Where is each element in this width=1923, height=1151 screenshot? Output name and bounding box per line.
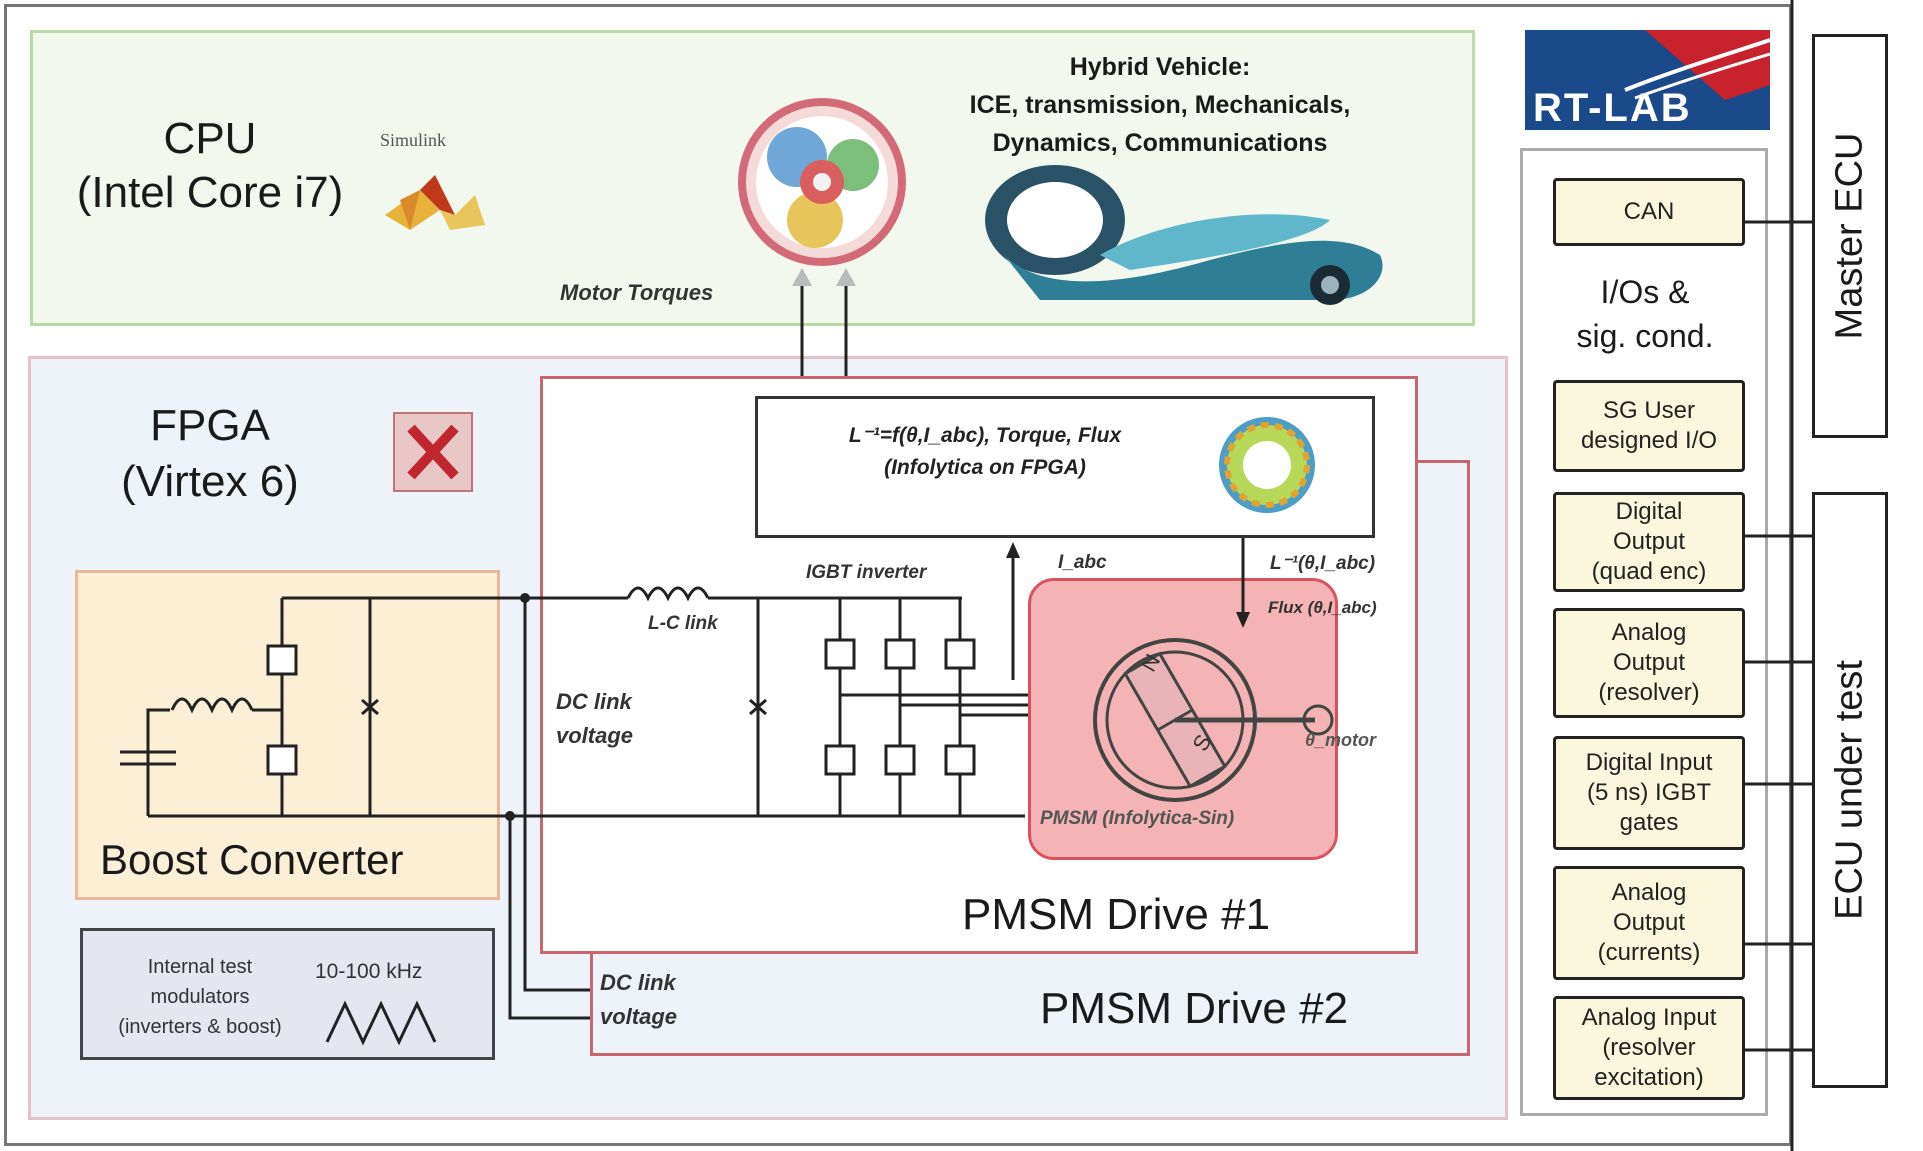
- hybrid-line3: Dynamics, Communications: [992, 129, 1328, 157]
- io-item-5-line3: excitation): [1594, 1064, 1704, 1091]
- io-item-2-line2: Output: [1612, 649, 1686, 676]
- hybrid-line1: Hybrid Vehicle:: [1069, 53, 1251, 81]
- io-item-4-line1: Analog: [1611, 879, 1687, 906]
- matlab-logo-icon: [385, 175, 485, 230]
- io-item-5-line1: Analog Input: [1581, 1004, 1717, 1031]
- iabc-label: I_abc: [1058, 552, 1107, 573]
- fpga-title-line2: (Virtex 6): [121, 457, 299, 506]
- io-item-analog-output-resolver: Analog Output (resolver): [1553, 608, 1745, 718]
- hybrid-line2: ICE, transmission, Mechanicals,: [969, 91, 1351, 119]
- flux-label: Flux (θ,I_abc): [1268, 598, 1377, 617]
- io-item-sg-user: SG User designed I/O: [1553, 380, 1745, 472]
- triangle-wave-icon: [325, 1000, 437, 1046]
- planetary-gear-icon: [738, 98, 906, 266]
- boost-converter-box: [75, 570, 500, 900]
- io-item-2-line1: Analog: [1611, 619, 1687, 646]
- modulators-line3: (inverters & boost): [118, 1016, 282, 1038]
- flux-model-line1: L⁻¹=f(θ,I_abc), Torque, Flux: [848, 424, 1122, 447]
- hybrid-vehicle-text: Hybrid Vehicle: ICE, transmission, Mecha…: [920, 48, 1400, 162]
- io-item-0-line2: designed I/O: [1580, 427, 1718, 454]
- io-header-line2: sig. cond.: [1576, 318, 1714, 354]
- io-item-digital-output: Digital Output (quad enc): [1553, 492, 1745, 592]
- io-item-analog-output-currents: Analog Output (currents): [1553, 866, 1745, 980]
- rtlab-logo: RT-LAB: [1525, 30, 1770, 130]
- io-item-1-line1: Digital: [1615, 498, 1683, 525]
- cpu-title: CPU (Intel Core i7): [40, 112, 380, 220]
- boost-converter-label: Boost Converter: [100, 836, 404, 883]
- dc-link-1-line1: DC link: [556, 689, 632, 714]
- pmsm-label: PMSM (Infolytica-Sin): [1040, 808, 1235, 829]
- lc-link-label: L-C link: [648, 613, 718, 634]
- cpu-title-line1: CPU: [163, 114, 257, 163]
- pmsm-rotor-icon: [1093, 638, 1334, 802]
- motor-torques-label: Motor Torques: [560, 280, 714, 305]
- fpga-title: FPGA (Virtex 6): [80, 398, 340, 510]
- rtlab-swoosh-icon: [1624, 30, 1770, 100]
- io-item-3-line3: gates: [1619, 809, 1679, 836]
- can-label: CAN: [1623, 198, 1675, 225]
- modulators-line2: modulators: [150, 986, 250, 1008]
- fpga-title-line1: FPGA: [150, 401, 270, 450]
- pmsm-drive-1-title: PMSM Drive #1: [962, 890, 1271, 939]
- io-item-0-line1: SG User: [1602, 397, 1695, 424]
- dc-link-voltage-2: DC link voltage: [600, 966, 677, 1034]
- io-item-1-line2: Output: [1612, 528, 1686, 555]
- io-item-5-line2: (resolver: [1602, 1034, 1696, 1061]
- io-item-digital-input: Digital Input (5 ns) IGBT gates: [1553, 736, 1745, 850]
- io-item-4-line3: (currents): [1597, 939, 1701, 966]
- concept-car-image: [985, 165, 1383, 305]
- io-item-1-line3: (quad enc): [1591, 558, 1707, 585]
- fem-stator-icon: [1219, 417, 1315, 513]
- master-ecu-box: [1812, 34, 1888, 438]
- igbt-inverter-label: IGBT inverter: [806, 562, 927, 583]
- master-ecu-label: Master ECU: [1828, 132, 1871, 340]
- ecu-under-test-label: ECU under test: [1828, 660, 1871, 920]
- ecu-under-test-box: [1812, 492, 1888, 1088]
- pmsm-drive-2-title: PMSM Drive #2: [1040, 984, 1349, 1033]
- modulators-line1: Internal test: [147, 956, 253, 978]
- theta-motor-label: θ_motor: [1305, 730, 1377, 750]
- dc-link-2-line2: voltage: [600, 1004, 678, 1029]
- linv-label: L⁻¹(θ,I_abc): [1270, 553, 1376, 574]
- xilinx-logo-icon: [393, 412, 473, 492]
- dc-link-1-line2: voltage: [556, 723, 634, 748]
- dc-link-voltage-1: DC link voltage: [556, 685, 633, 753]
- io-header: I/Os & sig. cond.: [1540, 270, 1750, 358]
- cpu-title-line2: (Intel Core i7): [76, 168, 344, 217]
- flux-model-line2: (Infolytica on FPGA): [884, 456, 1086, 479]
- modulators-text: Internal test modulators (inverters & bo…: [85, 952, 315, 1042]
- modulators-box: [80, 928, 495, 1060]
- simulink-label: Simulink: [380, 130, 447, 150]
- io-item-3-line2: (5 ns) IGBT: [1586, 779, 1712, 806]
- io-item-analog-input: Analog Input (resolver excitation): [1553, 996, 1745, 1100]
- can-box: CAN: [1553, 178, 1745, 246]
- modulators-freq: 10-100 kHz: [315, 960, 423, 983]
- io-item-2-line3: (resolver): [1598, 679, 1700, 706]
- dc-link-2-line1: DC link: [600, 970, 676, 995]
- io-item-4-line2: Output: [1612, 909, 1686, 936]
- flux-model-text: L⁻¹=f(θ,I_abc), Torque, Flux (Infolytica…: [775, 420, 1195, 484]
- rtlab-logo-text: RT-LAB: [1533, 86, 1692, 130]
- io-item-3-line1: Digital Input: [1585, 749, 1713, 776]
- io-header-line1: I/Os &: [1600, 274, 1690, 310]
